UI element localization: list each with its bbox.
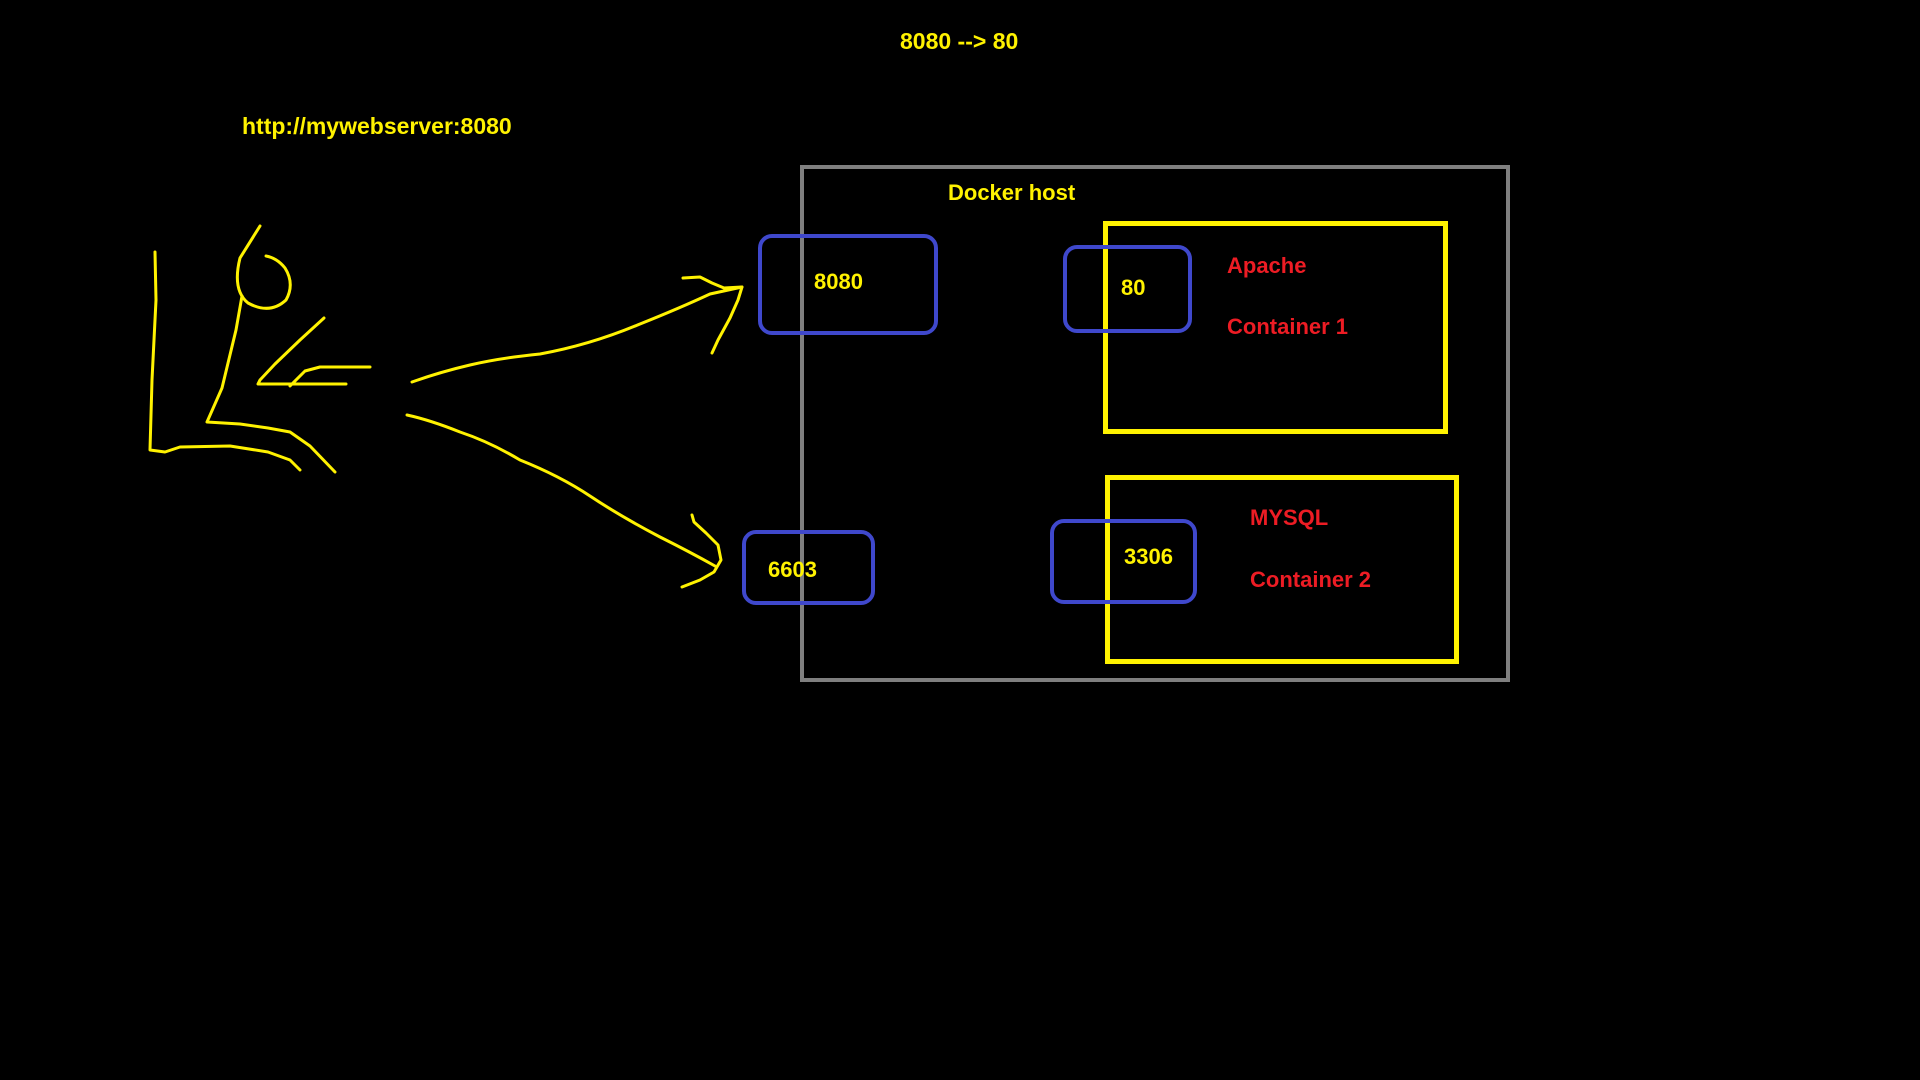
host-port-6603-label: 6603 (768, 557, 817, 582)
container-port-80-label: 80 (1121, 275, 1146, 300)
container-2-label: Container 2 (1250, 567, 1372, 592)
container-1-label: Container 1 (1227, 314, 1349, 339)
docker-host-box (800, 165, 1510, 682)
arrow-to-6603-icon (405, 413, 723, 589)
host-port-6603-box (742, 530, 875, 605)
container-port-3306-label: 3306 (1124, 544, 1173, 569)
host-port-8080-box (758, 234, 938, 335)
container-port-3306-box (1050, 519, 1197, 604)
container-port-80-box (1063, 245, 1192, 333)
port-mapping-title: 8080 --> 80 (900, 28, 1019, 54)
user-at-computer-sketch-icon (148, 224, 372, 474)
arrow-to-8080-icon (410, 275, 744, 384)
host-port-8080-label: 8080 (814, 269, 863, 294)
docker-host-label: Docker host (948, 180, 1076, 205)
container-1-name: Apache (1227, 253, 1307, 278)
url-label: http://mywebserver:8080 (242, 113, 512, 139)
container-2-name: MYSQL (1250, 505, 1329, 530)
container-1-box (1103, 221, 1448, 434)
container-2-box (1105, 475, 1459, 664)
